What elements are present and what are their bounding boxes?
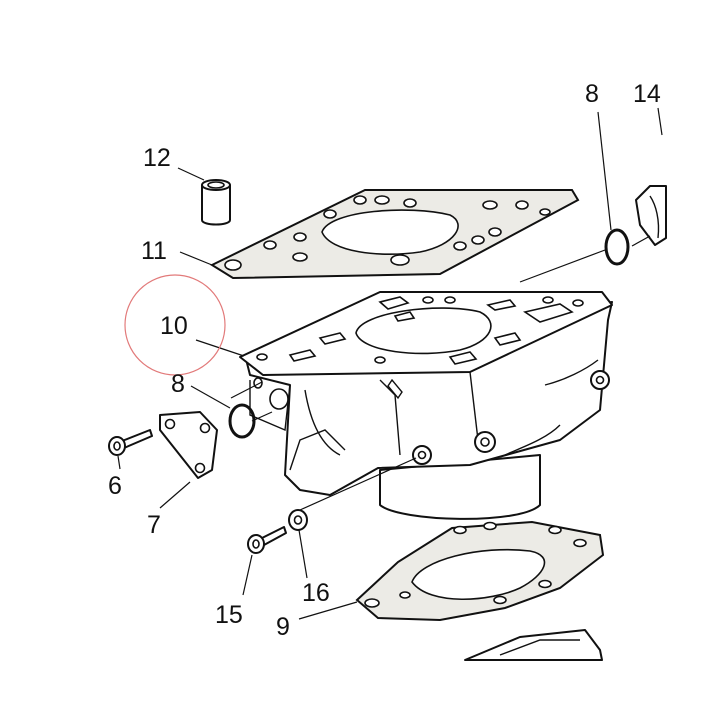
lower-component-part	[464, 629, 603, 661]
base-gasket-part[interactable]	[355, 520, 605, 622]
cylinder-block-part[interactable]	[239, 291, 613, 520]
dowel-sleeve-part[interactable]	[201, 179, 231, 226]
leader-lines	[117, 107, 663, 620]
callout-16: 16	[302, 579, 330, 607]
fitting-part[interactable]	[635, 185, 667, 246]
o-ring-left-part[interactable]	[228, 403, 256, 439]
callout-7: 7	[147, 511, 161, 539]
highlight-circle	[124, 274, 226, 376]
callout-8-left: 8	[171, 370, 185, 398]
screw-bottom-part[interactable]	[247, 526, 287, 554]
o-ring-right-part[interactable]	[604, 228, 630, 266]
washer-part[interactable]	[288, 509, 308, 531]
callout-8-top: 8	[585, 80, 599, 108]
callout-9: 9	[276, 613, 290, 641]
callout-15: 15	[215, 601, 243, 629]
head-gasket-part[interactable]	[209, 189, 580, 280]
callout-6: 6	[108, 472, 122, 500]
callout-10: 10	[160, 312, 188, 340]
screw-left-part[interactable]	[108, 429, 153, 456]
callout-14: 14	[633, 80, 661, 108]
flange-plate-part[interactable]	[159, 411, 218, 479]
callout-11: 11	[141, 237, 167, 265]
callout-12: 12	[143, 144, 171, 172]
